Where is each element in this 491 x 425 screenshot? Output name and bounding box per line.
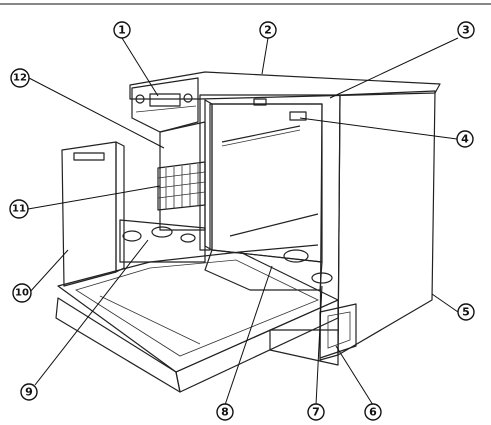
leader-5 — [432, 294, 458, 312]
leader-4 — [300, 118, 457, 139]
callout-12: 12 — [11, 69, 29, 87]
left-compartment — [120, 122, 205, 262]
leader-3 — [330, 38, 458, 98]
control-panel-edge — [136, 106, 196, 112]
tub-back-wall — [212, 104, 322, 262]
lower-spray-arm — [240, 245, 318, 252]
leader-12 — [29, 78, 164, 148]
callout-11-number: 11 — [12, 204, 26, 215]
leader-10 — [29, 250, 68, 293]
leader-11 — [28, 186, 160, 209]
leader-8 — [225, 266, 272, 405]
callout-8-number: 8 — [221, 406, 229, 419]
container-cap-left — [123, 231, 141, 241]
tub-left-wall — [205, 100, 212, 250]
upper-rail-inner — [222, 130, 300, 146]
callout-2-number: 2 — [264, 24, 272, 37]
callout-11: 11 — [10, 200, 28, 218]
control-button-right — [184, 94, 192, 102]
callout-10-number: 10 — [15, 288, 29, 299]
callout-9-number: 9 — [25, 386, 33, 399]
callout-5-number: 5 — [462, 306, 470, 319]
side-panel — [62, 142, 124, 286]
callout-1-number: 1 — [118, 24, 126, 37]
callout-4: 4 — [457, 131, 473, 147]
container-cap-right — [152, 227, 172, 237]
callout-4-number: 4 — [461, 133, 469, 146]
callout-7-number: 7 — [312, 406, 320, 419]
lower-rail — [230, 214, 318, 236]
callout-8: 8 — [217, 404, 233, 420]
callout-2: 2 — [260, 22, 276, 38]
callout-5: 5 — [458, 304, 474, 320]
leader-6 — [336, 346, 373, 405]
callout-9: 9 — [21, 384, 37, 400]
cabinet-front-frame — [200, 95, 340, 360]
callout-1: 1 — [114, 22, 130, 38]
callout-12-number: 12 — [13, 73, 27, 84]
control-panel-housing — [132, 78, 198, 132]
callout-6: 6 — [365, 404, 381, 420]
door-underside — [56, 298, 180, 392]
leader-7 — [316, 286, 322, 405]
cabinet-right-side — [338, 91, 435, 355]
callout-3: 3 — [458, 22, 474, 38]
basket-grid — [158, 164, 205, 209]
callout-7: 7 — [308, 404, 324, 420]
callout-3-number: 3 — [462, 24, 470, 37]
leader-2 — [262, 38, 268, 74]
callout-10: 10 — [13, 284, 31, 302]
filter-combination — [284, 250, 308, 262]
control-panel — [132, 78, 198, 132]
container-cap-small — [181, 234, 195, 242]
cabinet — [130, 72, 440, 365]
open-door — [56, 252, 338, 392]
door-inner-surface — [58, 252, 338, 372]
callout-6-number: 6 — [369, 406, 377, 419]
control-display — [150, 94, 180, 106]
side-panel-front — [62, 142, 116, 286]
side-panel-handle — [74, 153, 104, 160]
salt-reservoir-cap — [312, 273, 332, 283]
door-bottom-edge — [176, 300, 338, 392]
upper-rail — [222, 126, 300, 142]
door-inner-panel — [76, 260, 318, 356]
